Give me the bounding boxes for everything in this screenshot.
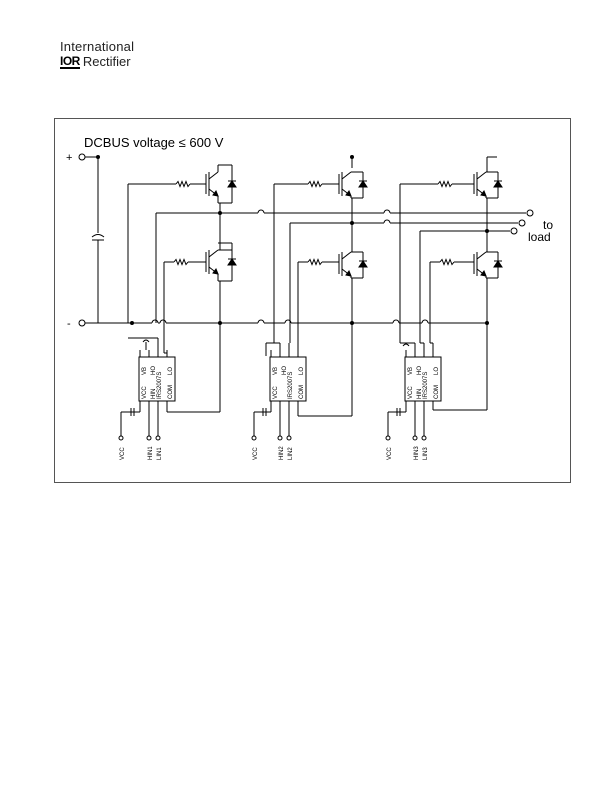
- ic1-part: IRS2007S: [157, 372, 163, 399]
- phase2-bridge: [274, 155, 518, 343]
- ic1-pin-ho: HO: [151, 366, 157, 375]
- load-terminal-1: [526, 209, 534, 217]
- ic2-part: IRS2007S: [288, 372, 294, 399]
- dcbus-label: DCBUS voltage ≤ 600 V: [84, 135, 224, 150]
- ic3-pin-lo: LO: [434, 367, 440, 375]
- ic3-pin-hin: HIN: [417, 389, 423, 399]
- ic1-input-vcc: VCC: [120, 447, 126, 460]
- driver-ic-1: [118, 323, 221, 441]
- ic2-input-vcc: VCC: [253, 447, 259, 460]
- minus-label: -: [67, 318, 71, 330]
- ic2-pin-vcc: VCC: [273, 386, 279, 399]
- ic1-pin-lo: LO: [168, 367, 174, 375]
- ic3-input-lin: LIN3: [423, 447, 429, 460]
- company-logo: International IOR Rectifier: [60, 40, 134, 69]
- plus-label: +: [66, 152, 72, 164]
- ic3-pin-com: COM: [434, 385, 440, 399]
- ic2-pin-com: COM: [299, 385, 305, 399]
- ic1-pin-hin: HIN: [151, 389, 157, 399]
- ic2-input-hin: HIN2: [279, 446, 285, 460]
- ic2-pin-vb: VB: [273, 367, 279, 375]
- logo-ior: IOR: [60, 53, 80, 69]
- driver-ic-3: [385, 323, 488, 441]
- to-label: to: [543, 218, 553, 232]
- plus-terminal: [78, 153, 86, 161]
- diagram-frame: [54, 118, 571, 483]
- bus-capacitor: [91, 234, 105, 238]
- logo-line1: International: [60, 39, 135, 54]
- ic3-input-vcc: VCC: [387, 447, 393, 460]
- phase1-bridge: [127, 164, 526, 353]
- ic1-pin-vcc: VCC: [142, 386, 148, 399]
- ic1-pin-com: COM: [168, 385, 174, 399]
- driver-ic-2: [251, 184, 353, 441]
- ic1-pin-vb: VB: [142, 367, 148, 375]
- ic3-part: IRS2007S: [423, 372, 429, 399]
- ic2-pin-lo: LO: [299, 367, 305, 375]
- ic3-pin-vcc: VCC: [408, 386, 414, 399]
- load-terminal-3: [510, 227, 518, 235]
- ic1-input-hin: HIN1: [148, 446, 154, 460]
- load-terminal-2: [518, 219, 526, 227]
- phase3-bridge: [399, 156, 510, 343]
- ic3-pin-ho: HO: [417, 366, 423, 375]
- logo-line2: Rectifier: [82, 54, 131, 69]
- ic2-input-lin: LIN2: [288, 447, 294, 460]
- ic2-pin-ho: HO: [282, 366, 288, 375]
- minus-terminal: [78, 319, 86, 327]
- load-label: load: [528, 230, 551, 244]
- ic3-input-hin: HIN3: [414, 446, 420, 460]
- ic3-pin-vb: VB: [408, 367, 414, 375]
- ic1-input-lin: LIN1: [157, 447, 163, 460]
